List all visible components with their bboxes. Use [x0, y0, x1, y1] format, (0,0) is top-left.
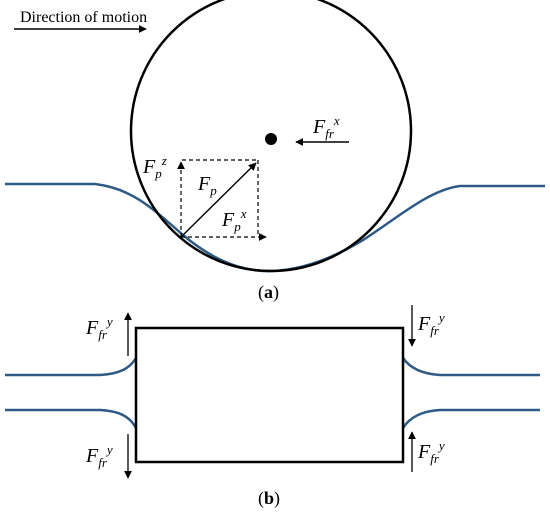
force-top-left-label: Ffry	[85, 314, 113, 342]
surface-curve-b-bottom	[5, 408, 540, 429]
caption-b: (b)	[258, 488, 280, 509]
panel-b: Ffry Ffry Ffry Ffry (b)	[5, 305, 540, 509]
force-bottom-right-label: Ffry	[417, 438, 445, 466]
force-px-label: Fpx	[221, 206, 247, 234]
force-p-arrow	[180, 162, 257, 238]
force-top-right-label: Ffry	[417, 310, 445, 338]
wheel-circle	[129, 0, 413, 273]
force-p-label: Fp	[197, 173, 217, 198]
panel-a: Direction of motion Ffrx Fpz Fp Fpx	[5, 0, 545, 303]
friction-force-label: Ffrx	[312, 113, 340, 141]
wheel-center-dot	[265, 133, 277, 145]
body-rectangle	[134, 326, 405, 464]
direction-label: Direction of motion	[20, 9, 147, 26]
force-bottom-left-label: Ffry	[85, 442, 113, 470]
caption-a: (a)	[258, 282, 279, 303]
surface-curve-a	[5, 182, 545, 273]
force-pz-label: Fpz	[142, 153, 167, 181]
surface-curve-b-top	[5, 357, 540, 377]
